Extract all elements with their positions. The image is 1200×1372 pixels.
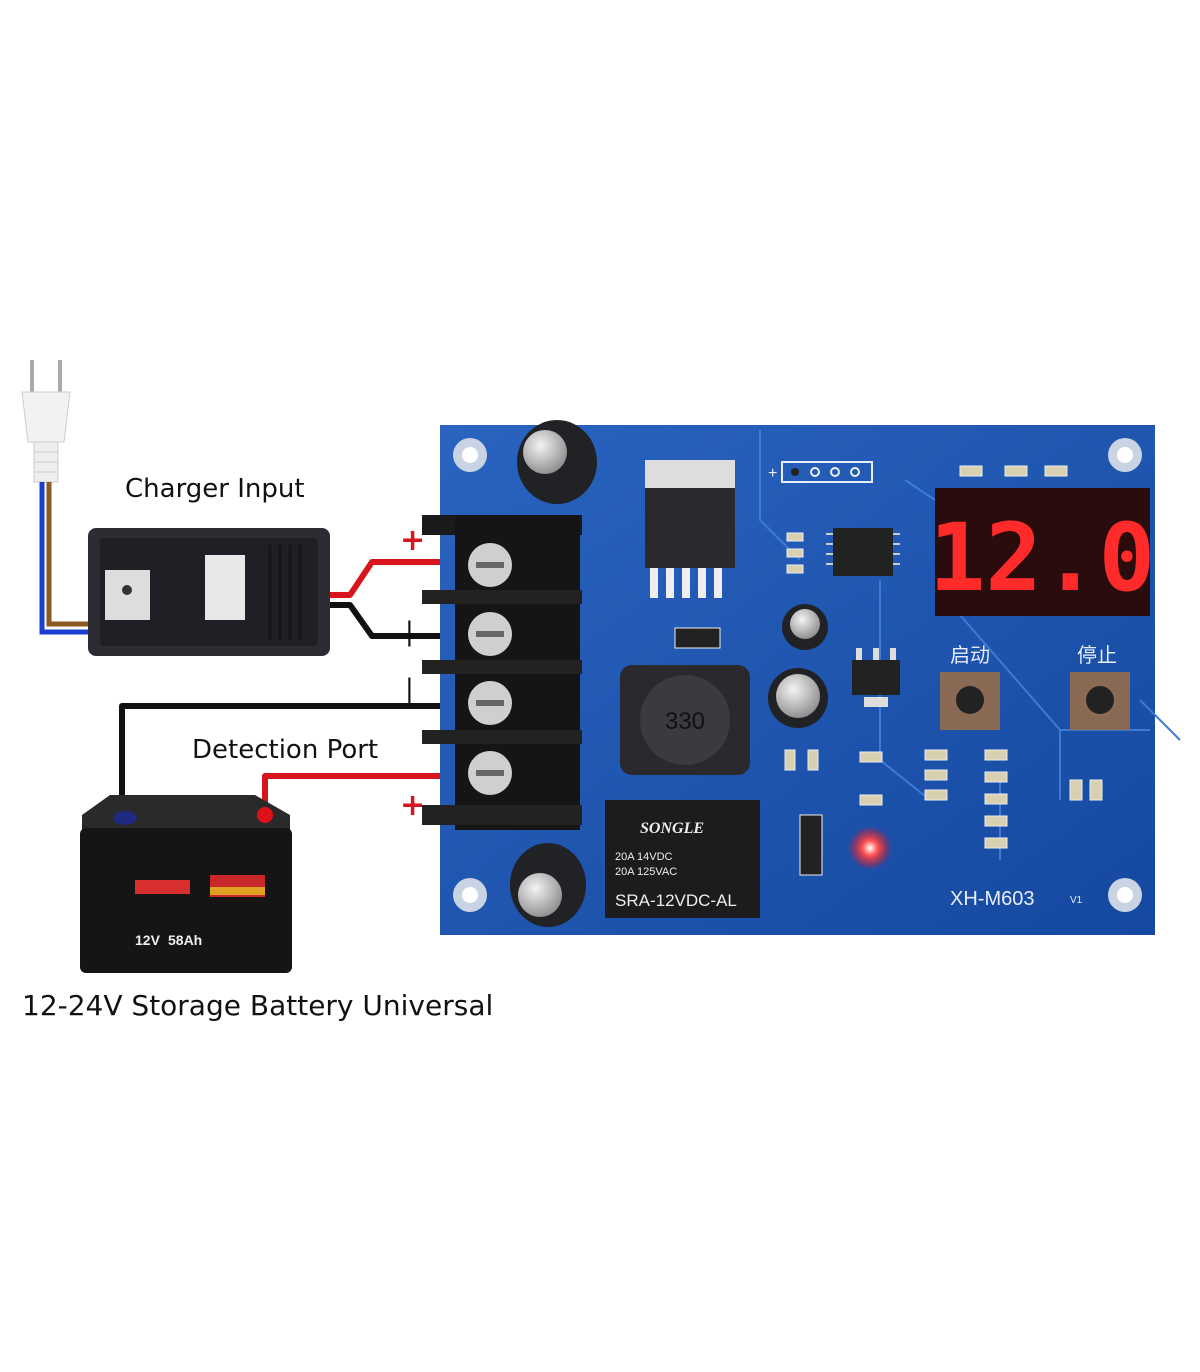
pin-header: + <box>768 461 873 483</box>
xh-m603-board: + <box>440 420 1181 935</box>
start-button[interactable] <box>940 672 1000 730</box>
diode-d3 <box>799 814 823 876</box>
mounting-hole <box>453 438 1142 912</box>
display-value: 12.0 <box>929 504 1155 613</box>
ac-cord <box>39 482 92 635</box>
charger-plus-sign: + <box>400 523 425 558</box>
svg-text:20A 125VAC: 20A 125VAC <box>615 866 677 878</box>
svg-text:SRA-12VDC-AL: SRA-12VDC-AL <box>615 891 737 910</box>
board-version: V1 <box>1070 895 1083 906</box>
start-label: 启动 <box>950 644 990 667</box>
power-plug-icon <box>21 360 71 483</box>
voltage-display: 12.0 <box>929 488 1155 616</box>
svg-text:330: 330 <box>665 708 705 735</box>
stop-button[interactable] <box>1070 672 1130 730</box>
voltage-regulator <box>645 460 735 598</box>
controller-ic <box>826 528 900 576</box>
terminal-block <box>422 515 582 830</box>
detection-port-label: Detection Port <box>192 735 378 765</box>
electrolytic-capacitor <box>510 420 828 927</box>
battery-label: 12-24V Storage Battery Universal <box>22 989 493 1022</box>
relay: SONGLE 20A 14VDC 20A 125VAC SRA-12VDC-AL <box>605 800 760 918</box>
battery-negative-wire <box>119 703 475 815</box>
battery-minus-sign: | <box>405 674 414 704</box>
stop-label: 停止 <box>1077 644 1117 667</box>
status-led <box>848 826 892 870</box>
storage-battery: 12V 58Ah <box>80 795 292 973</box>
svg-text:12V: 12V <box>135 932 161 948</box>
diode-d2 <box>674 627 721 649</box>
svg-text:+: + <box>768 465 777 482</box>
transistor <box>852 648 900 707</box>
svg-text:20A 14VDC: 20A 14VDC <box>615 851 673 863</box>
charger-adapter <box>88 528 330 656</box>
inductor: 330 <box>620 665 750 775</box>
charger-input-label: Charger Input <box>125 474 305 504</box>
smd-components <box>784 465 1103 849</box>
charger-negative-wire <box>330 602 475 639</box>
charger-positive-wire <box>330 559 475 598</box>
terminal-screw <box>468 543 512 795</box>
svg-text:SONGLE: SONGLE <box>640 820 704 837</box>
svg-text:58Ah: 58Ah <box>168 932 202 948</box>
charger-minus-sign: | <box>405 617 414 647</box>
board-model: XH-M603 <box>950 888 1034 910</box>
battery-plus-sign: + <box>400 788 425 823</box>
